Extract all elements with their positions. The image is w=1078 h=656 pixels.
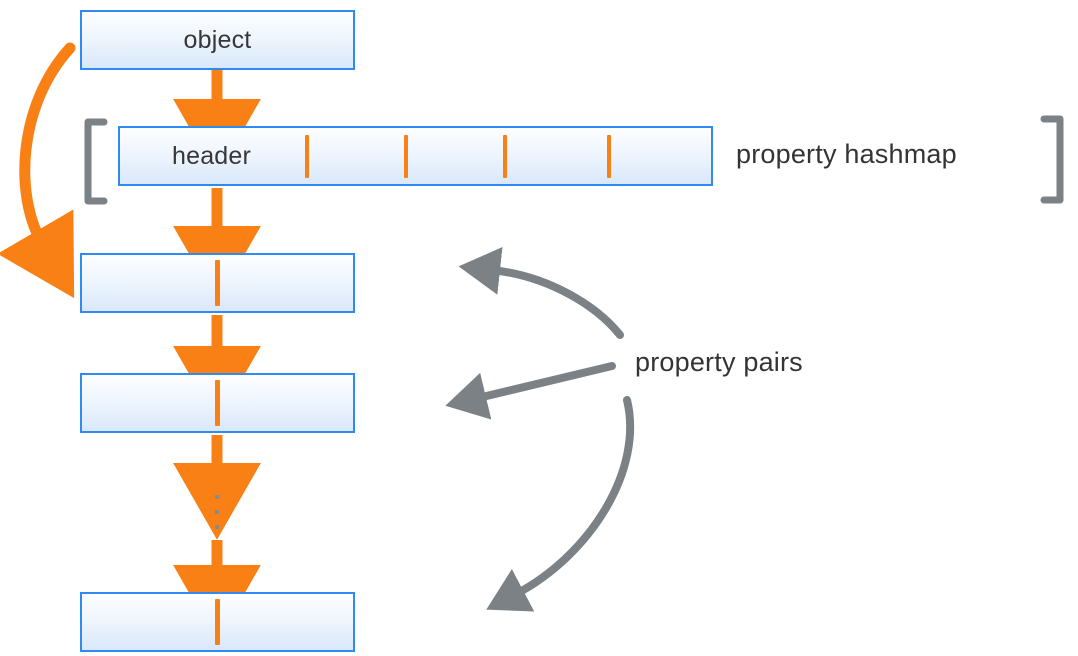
arrow-to-pair-middle xyxy=(445,362,616,420)
property-pair-divider-last xyxy=(215,599,220,645)
property-hashmap-annotation: property hashmap xyxy=(736,139,957,169)
hashmap-slot-tick-2 xyxy=(404,135,408,178)
ellipsis-dot-2 xyxy=(215,510,219,514)
arrow-to-pair-top xyxy=(458,246,624,339)
hashmap-slot-tick-4 xyxy=(607,135,611,178)
property-hashmap-box[interactable]: header xyxy=(118,126,713,186)
property-pairs-annotation: property pairs xyxy=(635,347,803,377)
gray-annotation-arrows xyxy=(445,246,635,612)
header-box-label: header xyxy=(172,141,252,170)
ellipsis-dot-3 xyxy=(215,525,219,529)
object-box-label: object xyxy=(183,25,252,54)
hashmap-slot-tick-3 xyxy=(503,135,507,178)
right-bracket-icon xyxy=(1040,115,1064,204)
property-pair-divider-2 xyxy=(215,380,220,426)
left-bracket-icon xyxy=(84,118,108,205)
ellipsis-dot-1 xyxy=(215,495,219,499)
property-pair-divider-1 xyxy=(215,260,220,306)
object-box[interactable]: object xyxy=(80,10,355,70)
arrow-to-pair-bottom xyxy=(486,396,635,612)
arrow-object-to-pairs-curve xyxy=(0,42,76,299)
hashmap-slot-tick-1 xyxy=(305,135,309,178)
